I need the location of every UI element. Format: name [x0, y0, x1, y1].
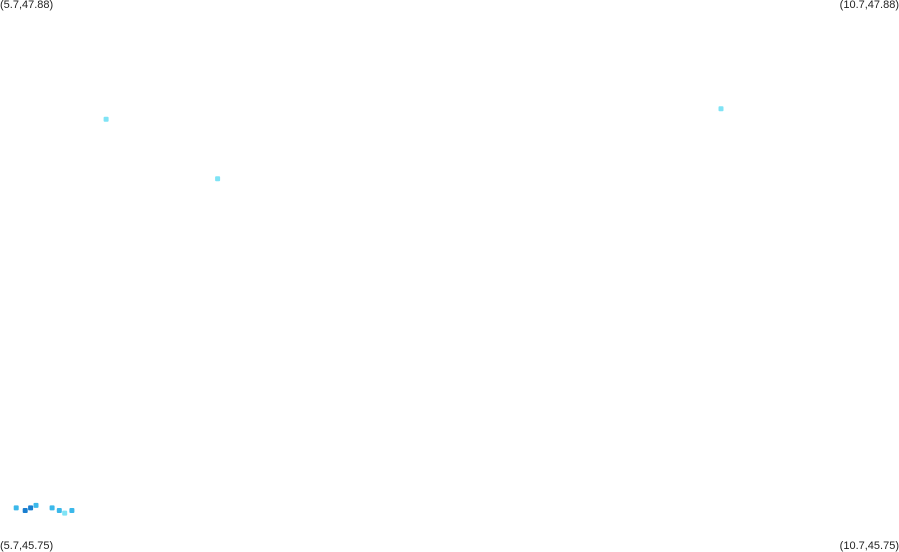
map-feature-5 [22, 508, 28, 513]
corner-label-bottom-left: (5.7,45.75) [0, 540, 54, 552]
map-feature-7 [33, 502, 39, 508]
map-feature-11 [69, 508, 75, 513]
corner-label-top-left: (5.7,47.88) [0, 0, 54, 11]
map-feature-2 [215, 176, 221, 182]
map-feature-1 [103, 116, 109, 122]
corner-label-top-right: (10.7,47.88) [839, 0, 899, 11]
corner-label-bottom-right: (10.7,45.75) [839, 540, 899, 552]
map-feature-10 [62, 510, 68, 516]
map-feature-3 [718, 106, 724, 112]
map-feature-8 [49, 505, 55, 511]
map-feature-9 [56, 508, 62, 513]
map-feature-6 [28, 505, 34, 511]
map-feature-4 [13, 505, 19, 511]
